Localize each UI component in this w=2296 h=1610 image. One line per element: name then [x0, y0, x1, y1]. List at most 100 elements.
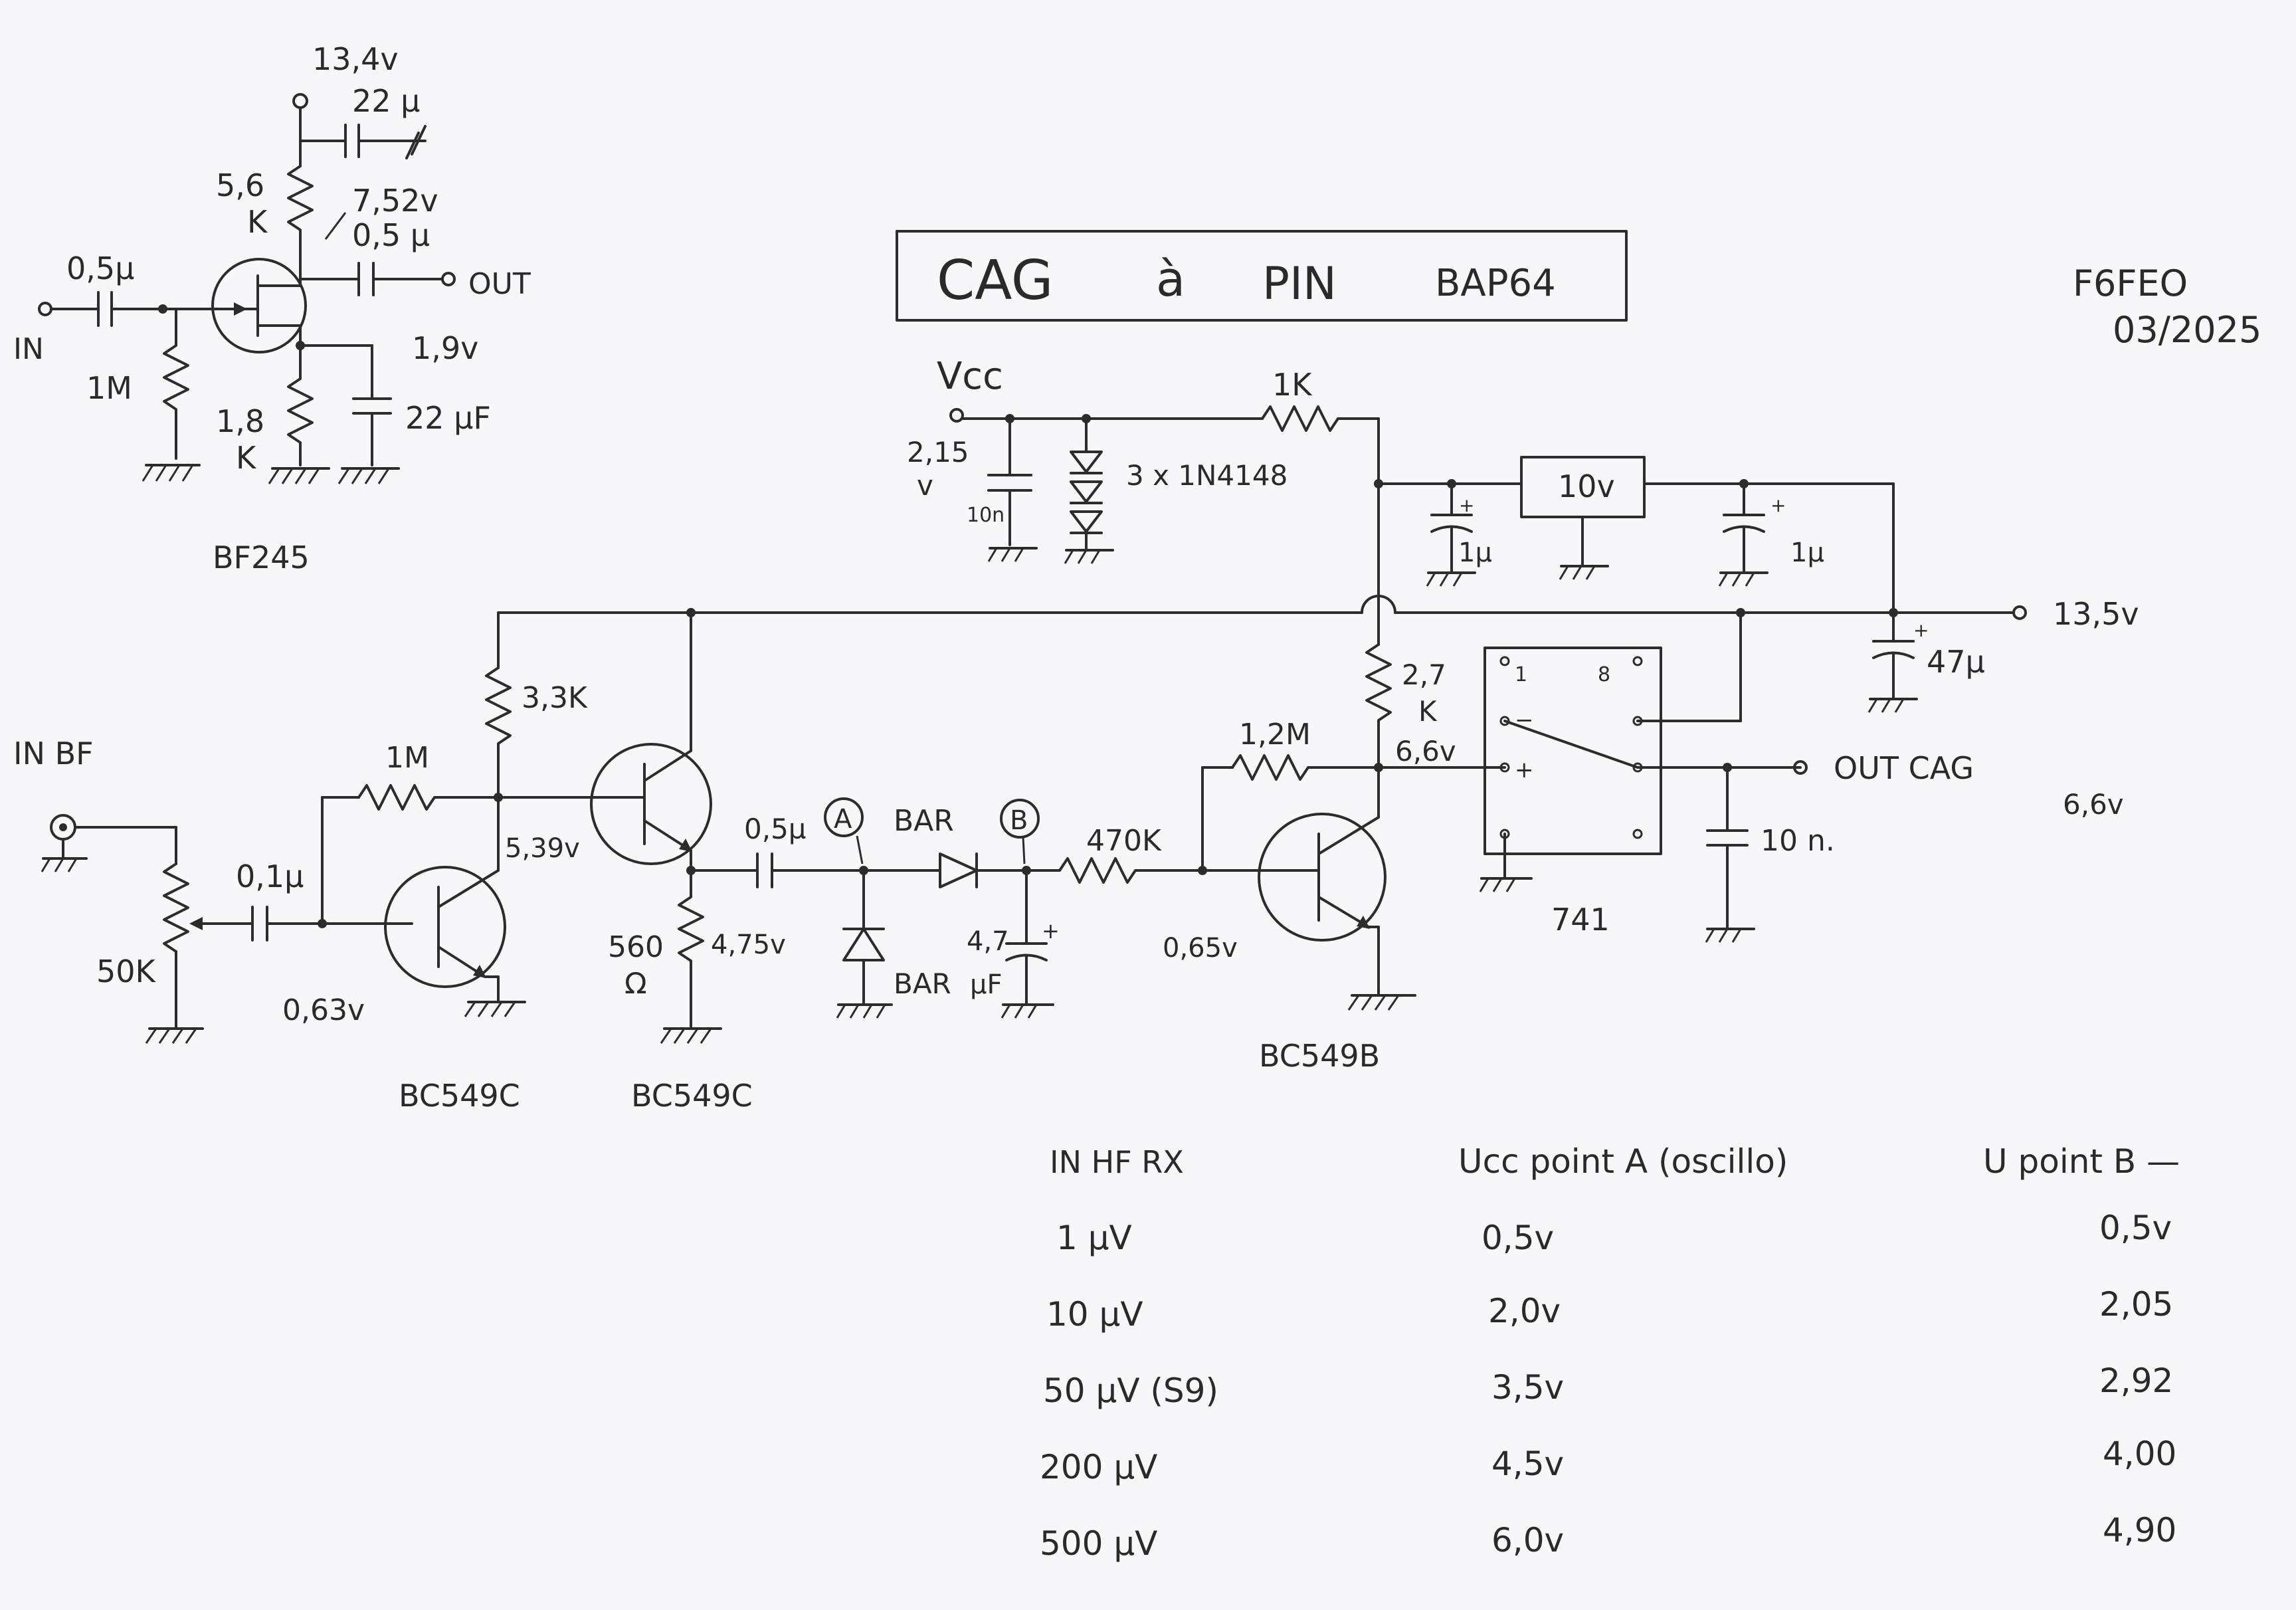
author-date: 03/2025: [2113, 309, 2261, 351]
source-resistor: [287, 344, 314, 466]
title-part: BAP64: [1435, 262, 1556, 305]
resistor-1k-label: 1K: [1272, 367, 1313, 403]
input-cap-label: 0,5µ: [66, 251, 134, 286]
in-bf-label: IN BF: [13, 736, 94, 771]
source-resistor-label: 1,8: [216, 403, 264, 439]
title-cag: CAG: [937, 249, 1053, 312]
title-a: à: [1156, 251, 1185, 307]
gate-resistor-label: 1M: [86, 370, 132, 406]
table-row1-input: 1 µV: [1056, 1219, 1132, 1257]
table-row2-point-a: 2,0v: [1488, 1292, 1561, 1330]
drain-resistor-unit: K: [247, 204, 268, 240]
supply-rail-label: 13,5v: [2053, 596, 2139, 632]
feedback-resistor-1m2: [1231, 754, 1380, 781]
supply-section: Vcc 2,15 v 10n 3 x 1N4148 1K: [907, 355, 1895, 614]
q2-transistor: [590, 743, 712, 865]
preamp-supply-cap-label: 22 µ: [352, 83, 420, 119]
resistor-2k7-unit: K: [1418, 695, 1438, 728]
q3-transistor: [1258, 813, 1387, 942]
table-row1-point-b: 0,5v: [2099, 1209, 2172, 1247]
author-callsign: F6FEO: [2073, 262, 2188, 304]
reg-output-cap-label: 1µ: [1790, 538, 1824, 568]
table-row5-point-a: 6,0v: [1491, 1521, 1564, 1560]
opamp-label: 741: [1551, 902, 1610, 938]
preamp-supply-label: 13,4v: [312, 41, 399, 77]
table-row4-point-a: 4,5v: [1491, 1445, 1564, 1483]
collector-resistor-3k3: [485, 666, 512, 799]
resistor-470k: [1058, 857, 1204, 884]
af-amplifier: IN BF 50K 0,1µ 0,63v 1M: [13, 590, 1506, 1114]
q3-base-voltage: 0,65v: [1163, 933, 1238, 963]
bar-diode-2: [842, 928, 885, 961]
resistor-1k: [1261, 405, 1380, 432]
drain-resistor-label: 5,6: [216, 167, 264, 203]
cap-b-unit: µF: [970, 969, 1002, 1000]
potentiometer-50k[interactable]: [163, 862, 189, 953]
drain-voltage-label: 7,52v: [352, 183, 438, 219]
input-terminal: [38, 302, 52, 316]
table-header-point-a: Ucc point A (oscillo): [1458, 1142, 1788, 1181]
svg-text:+: +: [1042, 918, 1060, 944]
q3-collector-voltage: 6,6v: [1395, 735, 1456, 767]
supply-terminal-13v5: [2012, 605, 2027, 620]
output-cap-label: 0,5 µ: [352, 217, 430, 253]
opamp-plus: +: [1515, 757, 1534, 783]
coupling-cap-label: 0,5µ: [744, 813, 807, 845]
table-row1-point-a: 0,5v: [1482, 1219, 1554, 1257]
title-pin: PIN: [1262, 258, 1337, 310]
table-row2-input: 10 µV: [1046, 1295, 1143, 1334]
test-point-a: [824, 797, 864, 837]
cap-47-label: 47µ: [1927, 644, 1985, 680]
q1-part-label: BC549C: [399, 1078, 520, 1114]
measurement-table: IN HF RX Ucc point A (oscillo) U point B…: [1040, 1142, 2180, 1563]
table-row2-point-b: 2,05: [2099, 1285, 2173, 1324]
table-header-point-b: U point B —: [1983, 1142, 2180, 1181]
preamp-out-label: OUT: [468, 267, 531, 301]
supply-rail: 13,5v + 47µ: [497, 595, 2139, 722]
q1-base-voltage: 0,63v: [282, 993, 365, 1027]
test-point-b: [1000, 799, 1040, 839]
emitter-resistor-unit: Ω: [624, 967, 647, 1001]
table-header-input: IN HF RX: [1050, 1144, 1184, 1180]
out-cag-terminal: [1793, 760, 1808, 775]
feedback-resistor-label: 1,2M: [1239, 718, 1311, 752]
table-row3-point-a: 3,5v: [1491, 1368, 1564, 1407]
bar-diode-1-label: BAR: [894, 804, 954, 838]
table-row5-input: 500 µV: [1040, 1524, 1157, 1563]
out-cag-voltage: 6,6v: [2063, 788, 2124, 821]
q1-collector-voltage: 5,39v: [505, 833, 580, 864]
collector-resistor-2k7: [1365, 643, 1392, 819]
reg-input-cap-label: 1µ: [1458, 538, 1492, 568]
svg-text:+: +: [1459, 494, 1474, 516]
vcc-voltage-unit: v: [917, 469, 933, 502]
svg-text:+: +: [1913, 619, 1929, 641]
out-cag-label: OUT CAG: [1834, 750, 1974, 786]
q3-part-label: BC549B: [1259, 1038, 1380, 1074]
svg-text:+: +: [1770, 494, 1786, 516]
test-point-a-label: A: [834, 804, 852, 835]
title-box: [896, 230, 1628, 322]
emitter-resistor-label: 560: [608, 930, 664, 964]
table-row4-point-b: 4,00: [2103, 1435, 2176, 1473]
bias-resistor-label: 1M: [385, 741, 429, 775]
fet-part-label: BF245: [213, 540, 310, 575]
table-row3-input: 50 µV (S9): [1043, 1371, 1218, 1410]
opamp-pin1: 1: [1515, 663, 1527, 686]
table-row4-input: 200 µV: [1040, 1448, 1157, 1486]
vcc-terminal: [949, 408, 964, 423]
pot-label: 50K: [96, 954, 157, 989]
preamp-in-label: IN: [13, 332, 44, 366]
bias-resistor-1m: [357, 784, 500, 811]
diodes-label: 3 x 1N4148: [1126, 459, 1288, 492]
source-cap-label: 22 µF: [405, 400, 491, 436]
opamp-741: 1 8 − + 741 10 n. OUT CAG 6,6v: [1479, 647, 2124, 943]
table-row3-point-b: 2,92: [2099, 1361, 2173, 1400]
table-row5-point-b: 4,90: [2103, 1511, 2176, 1550]
emitter-resistor-560: [678, 869, 704, 1028]
opamp-package: [1483, 647, 1662, 855]
q1-transistor: [384, 866, 506, 988]
vcc-label: Vcc: [937, 355, 1003, 398]
supply-terminal: [292, 93, 308, 109]
bf-input-cap-label: 0,1µ: [236, 858, 304, 894]
